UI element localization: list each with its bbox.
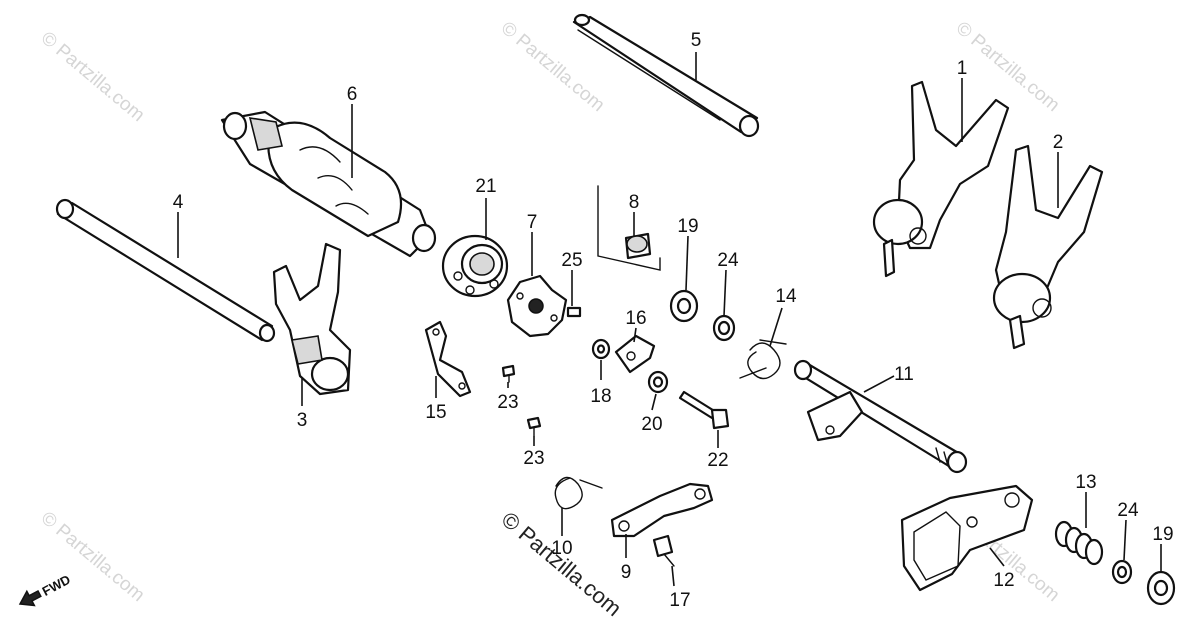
part-21-bearing [441,234,509,298]
callout-16: 16 [625,308,646,329]
part-22-bolt [678,390,730,430]
callout-2: 2 [1053,132,1064,153]
callout-10: 10 [551,538,572,559]
callout-24-upper: 24 [717,250,739,271]
callout-17: 17 [669,590,690,611]
callout-24-lower: 24 [1117,500,1139,521]
callout-12: 12 [993,570,1014,591]
part-8-plug [597,185,661,271]
part-18-washer [591,338,611,360]
part-17-bolt [652,534,675,567]
callout-20: 20 [641,414,662,435]
part-23-screw-lower [526,416,542,437]
part-20-washer [647,370,669,394]
part-7-drum-center [506,274,568,338]
callout-8: 8 [629,192,640,213]
callout-14: 14 [775,286,797,307]
callout-5: 5 [691,30,702,51]
part-15-guide-plate [424,320,472,398]
callout-22: 22 [707,450,728,471]
part-19-washer-upper [669,289,699,323]
part-24-circlip-lower [1111,559,1133,585]
fwd-arrow-icon [18,589,42,607]
callout-21: 21 [475,176,496,197]
part-25-pin [566,306,582,318]
part-9-shift-arm [610,482,714,538]
part-24-circlip-upper [712,314,736,342]
callout-labels: 1 2 3 4 5 6 7 8 9 10 11 12 13 14 15 16 1… [173,30,1174,611]
leader-lines [177,52,1162,587]
part-2-shift-fork [992,144,1104,350]
part-4-fork-shaft [55,198,276,343]
callout-13: 13 [1075,472,1096,493]
part-13-spring [1054,520,1104,566]
part-3-shift-fork [272,242,352,396]
callout-11: 11 [894,364,914,385]
part-12-plate [900,484,1034,592]
watermark-top-right: © Partzilla.com [952,18,1064,116]
callout-25: 25 [561,250,582,271]
part-14-spring [739,339,787,380]
callout-9: 9 [621,562,632,583]
callout-1: 1 [957,58,968,79]
callout-3: 3 [297,410,308,431]
part-10-spring [554,476,603,510]
callout-6: 6 [347,84,358,105]
part-6-shift-drum [220,110,437,258]
callout-23-upper: 23 [497,392,518,413]
fwd-label: FWD [40,572,73,599]
fwd-direction-indicator: FWD [18,572,73,607]
callout-18: 18 [590,386,611,407]
callout-4: 4 [173,192,184,213]
part-19-washer-lower [1146,570,1176,606]
part-5-fork-shaft [572,13,760,138]
part-11-shift-spindle [793,359,968,474]
callout-19-upper: 19 [677,216,698,237]
part-23-screw-upper [501,364,516,383]
watermark-top-left: © Partzilla.com [37,28,149,126]
part-16-stopper [614,334,656,374]
callout-7: 7 [527,212,538,233]
callout-23-lower: 23 [523,448,544,469]
callout-19-lower: 19 [1152,524,1173,545]
part-1-shift-fork [872,80,1010,278]
callout-15: 15 [425,402,446,423]
